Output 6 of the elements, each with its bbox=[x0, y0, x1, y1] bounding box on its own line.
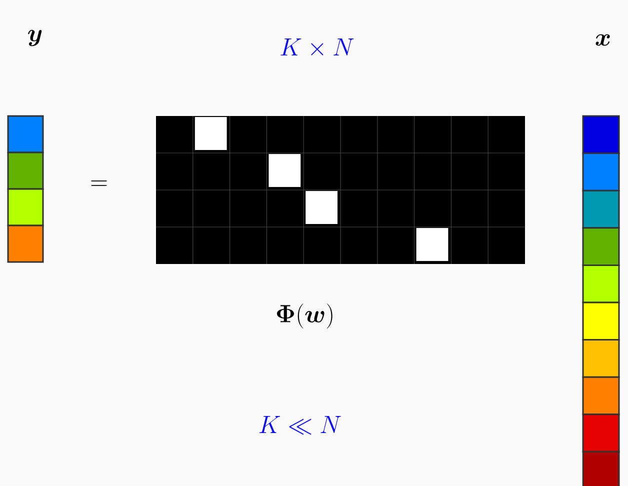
math-label: $\boldsymbol{\Phi}(\boldsymbol{w})$ bbox=[276, 304, 332, 328]
math-label: $\boldsymbol{x}$ bbox=[596, 34, 610, 46]
math-label: $\boldsymbol{y}$ bbox=[28, 30, 42, 46]
math-label: $K \times N$ bbox=[280, 38, 354, 56]
math-label: $=$ bbox=[91, 180, 107, 186]
math-label: $K \ll N$ bbox=[260, 416, 341, 435]
